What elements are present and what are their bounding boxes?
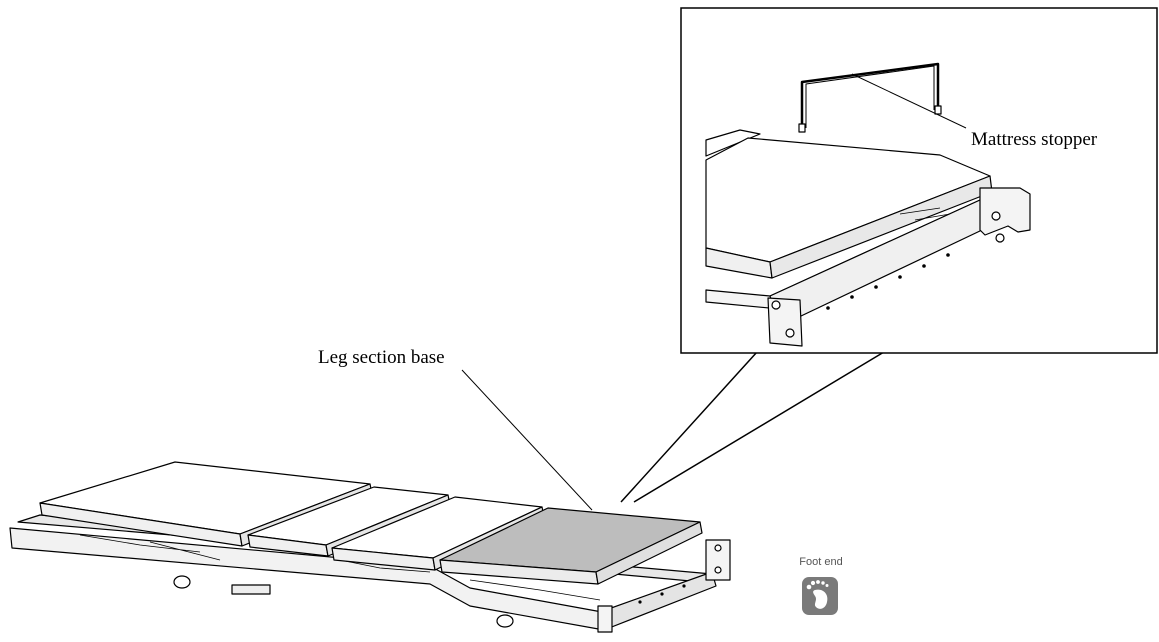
label-leg-section-base: Leg section base — [318, 347, 445, 368]
mechanism-lines — [79, 534, 601, 601]
frame-pad — [231, 584, 271, 595]
frame-foot-end — [599, 571, 717, 631]
inset-bracket — [979, 187, 1031, 236]
rail-holes — [638, 584, 686, 604]
section-leg-edge — [595, 521, 703, 585]
bed-assembly — [9, 461, 731, 633]
leader-leg-section-base — [461, 369, 593, 511]
zoom-wedge — [620, 351, 885, 503]
caster-2 — [496, 614, 514, 628]
foot-icon — [802, 577, 838, 615]
mattress-stopper-bar — [800, 62, 940, 128]
inset-drawing — [705, 62, 1031, 347]
inset-prev-section — [705, 129, 761, 157]
leader-mattress-stopper — [851, 73, 967, 129]
foot-bracket-post — [597, 605, 613, 633]
caster-1 — [173, 575, 191, 589]
foot-end-label: Foot end — [799, 556, 843, 568]
label-mattress-stopper: Mattress stopper — [971, 129, 1098, 150]
foot-end-badge: Foot end — [795, 556, 847, 636]
